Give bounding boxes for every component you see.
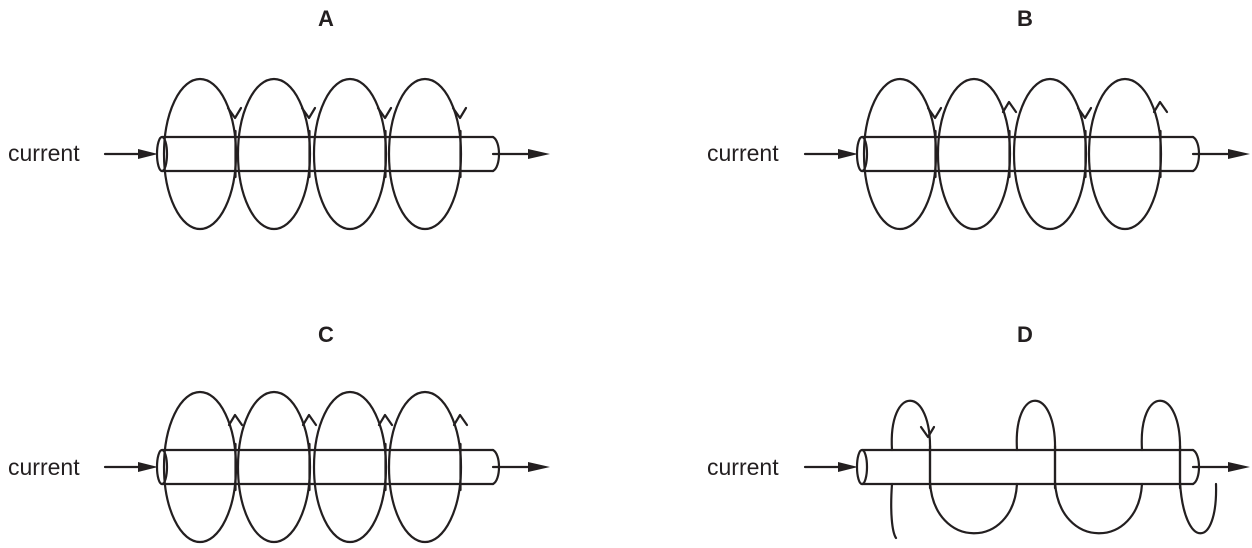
current-out-arrow (1191, 149, 1250, 159)
current-in-arrow (803, 149, 858, 159)
panel-a: A current (8, 6, 550, 231)
panel-b: B current (707, 6, 1250, 231)
panel-c: C current (8, 322, 550, 544)
direction-arrow (377, 413, 394, 427)
current-out-arrow (491, 462, 550, 472)
direction-arrow (301, 413, 318, 427)
panel-d: D current (707, 322, 1250, 540)
current-out-arrow (1191, 462, 1250, 472)
direction-arrow (300, 106, 317, 120)
panel-label: A (318, 6, 334, 31)
direction-arrow (919, 425, 936, 439)
current-out-arrow (491, 149, 550, 159)
current-label: current (8, 140, 80, 166)
direction-arrow (926, 106, 943, 120)
panel-label: B (1017, 6, 1033, 31)
direction-arrow (1152, 100, 1169, 114)
panel-label: C (318, 322, 334, 347)
direction-arrow (226, 106, 243, 120)
current-label: current (707, 140, 779, 166)
direction-arrow (452, 413, 469, 427)
conductor-rod (155, 135, 501, 173)
direction-arrow (227, 413, 244, 427)
direction-arrow (451, 106, 468, 120)
current-label: current (8, 454, 80, 480)
current-label: current (707, 454, 779, 480)
current-in-arrow (103, 149, 158, 159)
direction-arrow (376, 106, 393, 120)
conductor-rod (855, 135, 1201, 173)
conductor-rod (155, 448, 501, 486)
current-in-arrow (803, 462, 858, 472)
conductor-rod (855, 448, 1201, 486)
current-in-arrow (103, 462, 158, 472)
panel-label: D (1017, 322, 1033, 347)
helical-coil (890, 399, 1218, 540)
direction-arrow (1076, 106, 1093, 120)
direction-arrow (1001, 100, 1018, 114)
